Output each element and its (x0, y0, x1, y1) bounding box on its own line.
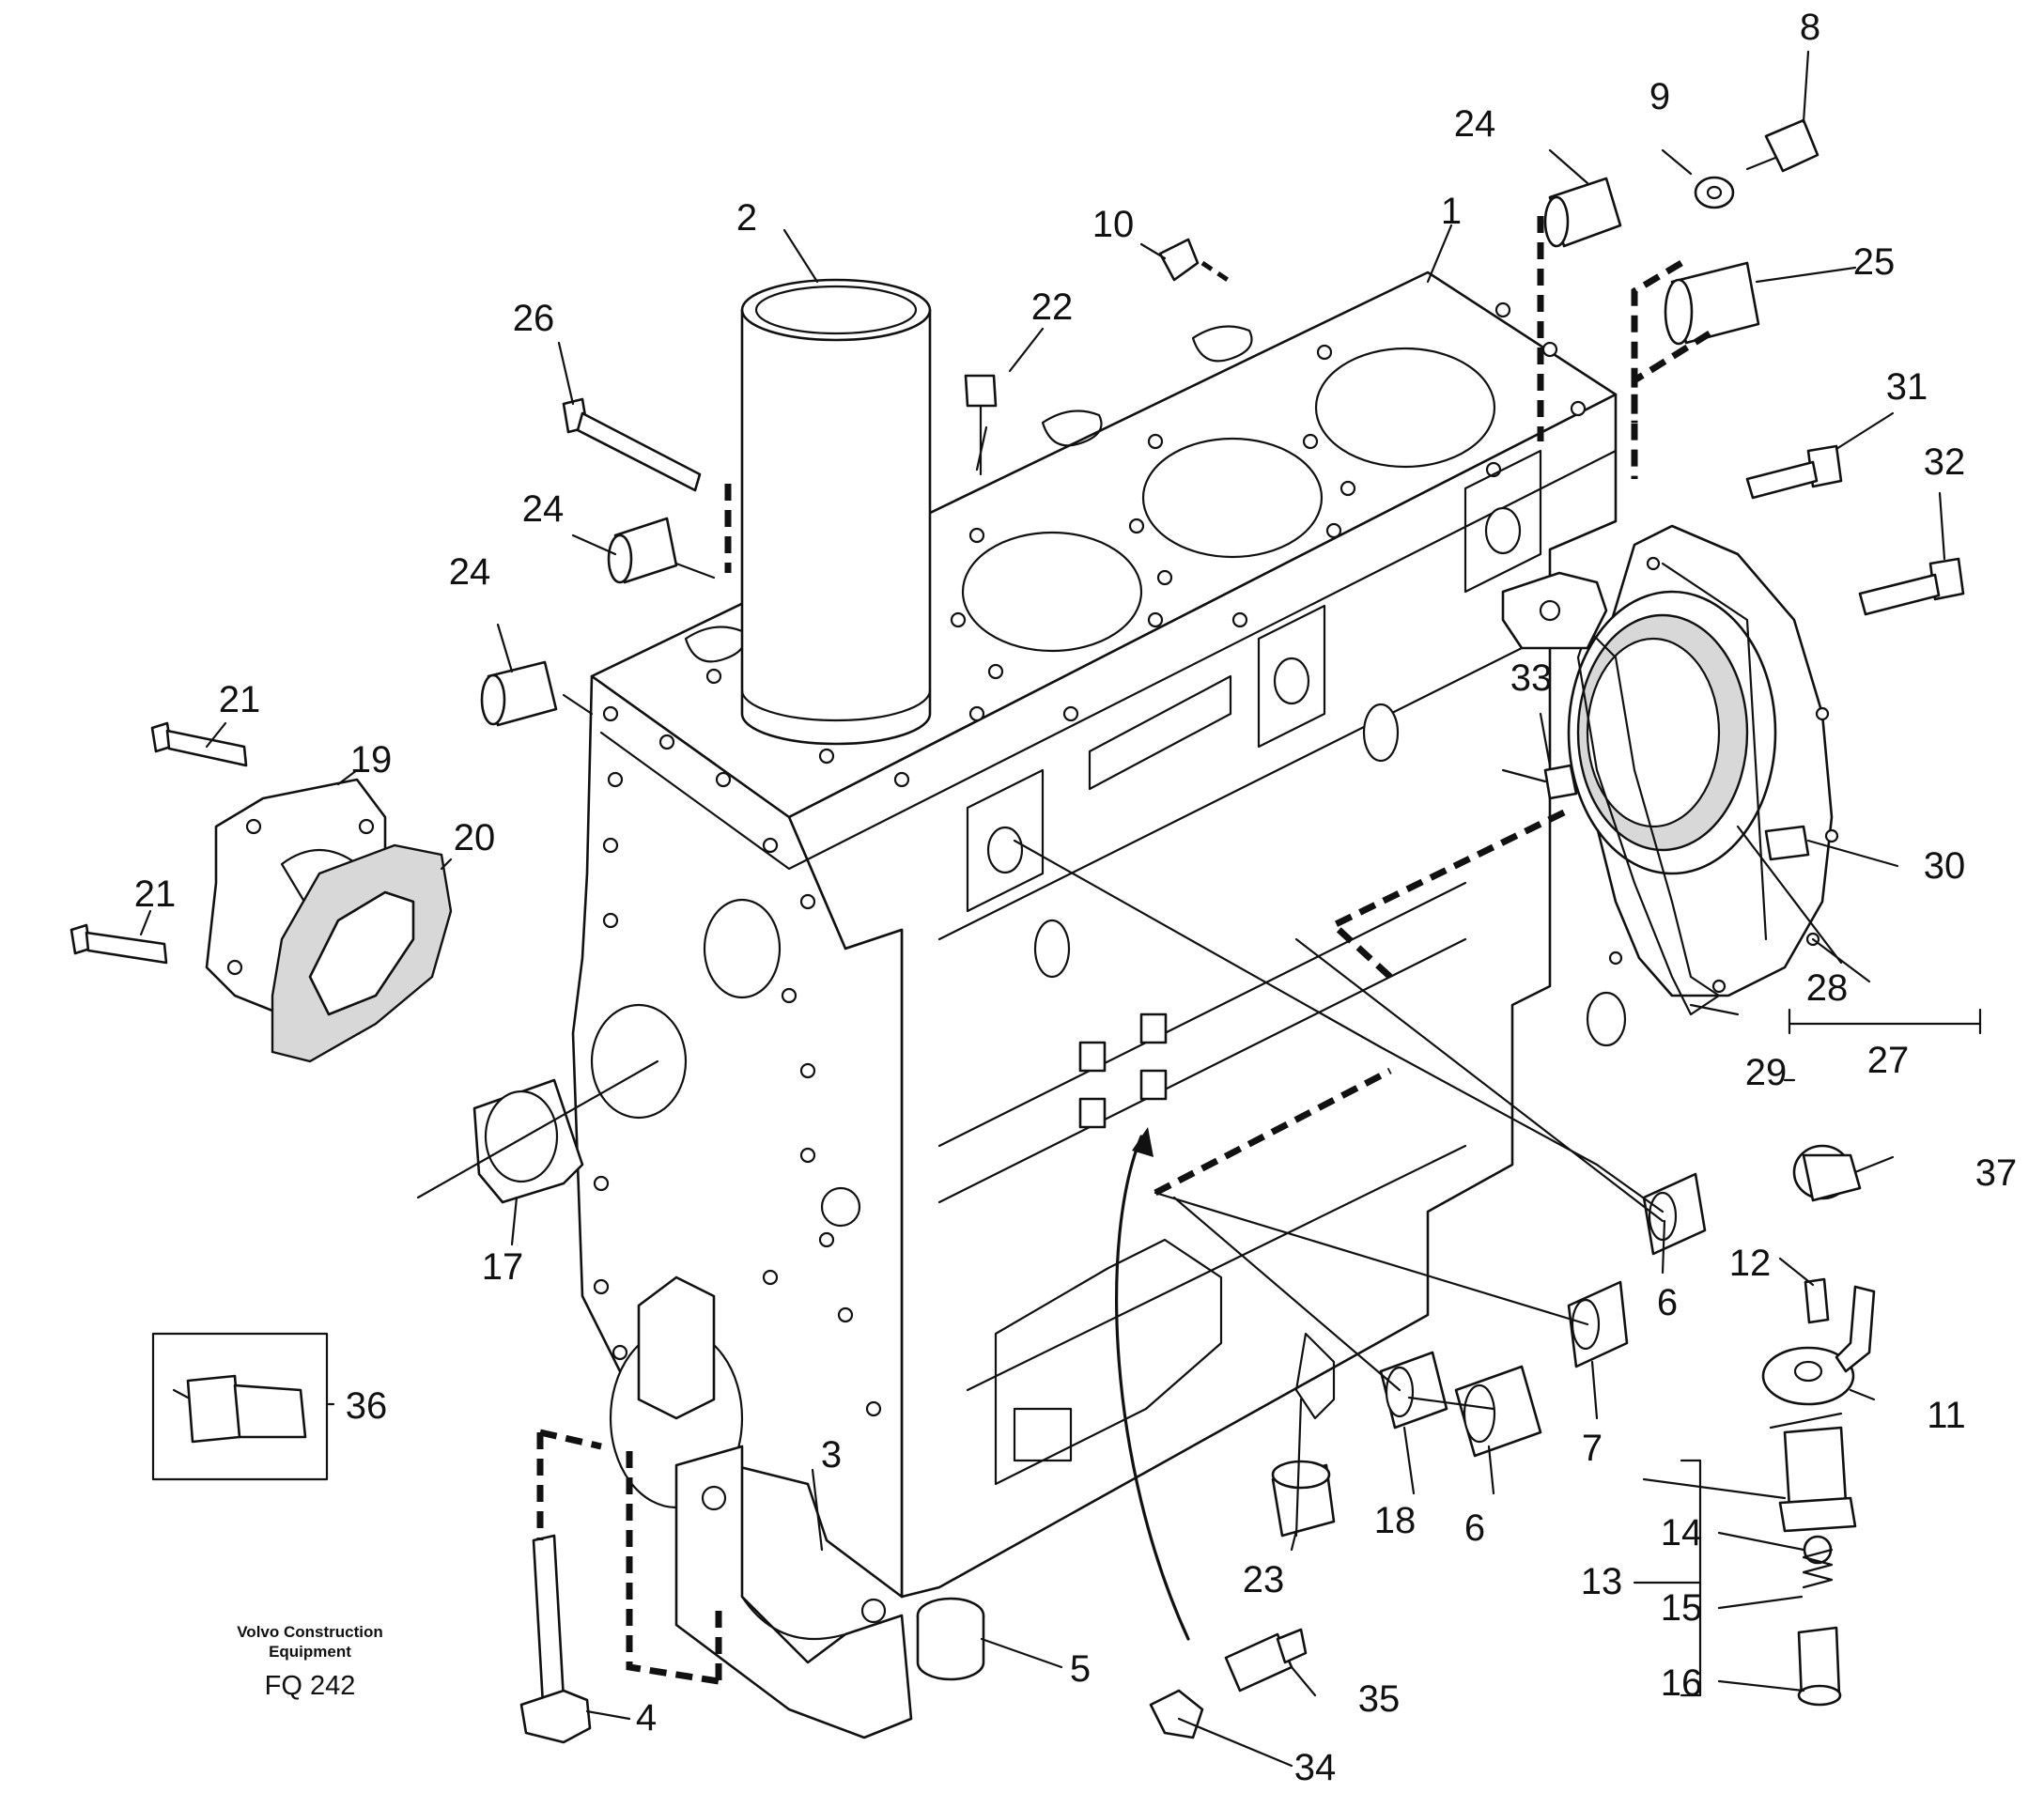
plug-8 (1764, 118, 1819, 173)
main-bearing-bolt-4 (519, 1534, 592, 1744)
callout-15: 15 (1661, 1587, 1703, 1629)
callout-30: 30 (1924, 845, 1966, 887)
callout-23: 23 (1243, 1559, 1285, 1600)
callout-10: 10 (1092, 204, 1135, 245)
callout-3: 3 (821, 1434, 842, 1476)
callout-17: 17 (482, 1246, 524, 1288)
callout-8: 8 (1800, 7, 1820, 48)
dowel-22 (964, 374, 998, 476)
callout-21-upper: 21 (219, 679, 261, 720)
credit-line-2: Equipment (269, 1643, 351, 1661)
cylinder-bore-4 (1314, 347, 1496, 469)
bushing-6-lower (1454, 1365, 1542, 1458)
core-plug-25 (1664, 261, 1760, 346)
plug-23 (1271, 1460, 1336, 1538)
callout-28: 28 (1806, 967, 1849, 1009)
cylinder-liner (740, 278, 932, 746)
bolt-21-lower (70, 923, 168, 965)
core-plug-24-top (1543, 177, 1622, 248)
callout-37: 37 (1975, 1152, 2018, 1194)
callout-12: 12 (1729, 1243, 1772, 1284)
callout-22: 22 (1031, 286, 1074, 328)
callout-31: 31 (1886, 366, 1928, 408)
cylinder-bore-3 (1141, 437, 1324, 559)
cylinder-block (571, 270, 1627, 1599)
figure-code: FQ 242 (265, 1671, 356, 1701)
sensor-35 (1224, 1628, 1308, 1693)
sensor-brackets (1078, 1012, 1168, 1129)
callout-24-top: 24 (1454, 103, 1496, 145)
head-bolt-holes (705, 301, 1587, 788)
plug-10 (1158, 238, 1200, 282)
callout-34: 34 (1294, 1747, 1337, 1788)
publisher-credit: Volvo Construction Equipment FQ 242 (237, 1623, 383, 1701)
bushing-7 (1567, 1280, 1629, 1368)
pin-30 (1764, 825, 1810, 861)
callout-6-upper: 6 (1657, 1282, 1678, 1323)
callout-26: 26 (513, 298, 555, 339)
bolt-32 (1858, 557, 1965, 616)
leader-lines (139, 50, 1982, 1768)
callout-4: 4 (636, 1697, 657, 1739)
relief-valve-13 (1778, 1426, 1857, 1707)
callout-9: 9 (1649, 76, 1670, 117)
callout-7: 7 (1582, 1428, 1603, 1469)
callout-19: 19 (350, 739, 393, 781)
cam-bushing-17 (472, 1078, 584, 1204)
bushing-18 (1379, 1351, 1448, 1430)
rear-gasket (1576, 627, 1721, 1016)
callout-32: 32 (1924, 441, 1966, 483)
core-plug-24-mid (607, 517, 678, 584)
callout-14: 14 (1661, 1512, 1703, 1553)
end-face-bolt-holes (593, 705, 882, 1417)
callout-18: 18 (1374, 1500, 1417, 1541)
sensor-arrow (1115, 1127, 1190, 1641)
bolt-31 (1745, 444, 1843, 500)
stud-26 (562, 397, 702, 492)
cylinder-bore-2 (961, 531, 1143, 653)
callout-24-mid: 24 (522, 488, 565, 530)
callout-24-left: 24 (449, 551, 491, 593)
thrust-washer-5 (916, 1597, 985, 1681)
switch-inset-36 (151, 1332, 329, 1481)
callout-21-lower: 21 (134, 873, 177, 915)
pin-12 (1804, 1277, 1830, 1324)
callout-35: 35 (1358, 1678, 1401, 1720)
callout-16: 16 (1661, 1662, 1703, 1704)
bushing-6-upper (1642, 1172, 1707, 1256)
core-plug-24-left (480, 660, 558, 727)
oil-nozzle-11 (1761, 1285, 1876, 1406)
callout-33: 33 (1510, 657, 1553, 699)
callout-13: 13 (1581, 1561, 1623, 1602)
plug-37 (1792, 1144, 1862, 1202)
rear-seal-housing (1567, 524, 1839, 997)
callout-labels: 1 2 3 4 5 6 6 7 8 9 10 11 12 13 14 15 16… (134, 7, 2018, 1788)
assembly-lines (416, 216, 1711, 1686)
callout-2: 2 (736, 197, 757, 239)
bolt-33 (1543, 764, 1578, 800)
callout-29: 29 (1745, 1052, 1788, 1093)
callout-25: 25 (1853, 241, 1896, 283)
elbow-34 (1149, 1689, 1204, 1739)
callout-20: 20 (454, 817, 496, 858)
callout-27: 27 (1867, 1040, 1910, 1081)
callout-11: 11 (1927, 1395, 1966, 1436)
main-bearing-cap-3 (674, 1445, 913, 1739)
callout-6-lower: 6 (1464, 1507, 1485, 1549)
credit-line-1: Volvo Construction (237, 1623, 383, 1641)
callout-36: 36 (346, 1385, 388, 1427)
spring-15 (1802, 1548, 1834, 1589)
bolt-21-upper (150, 721, 248, 767)
callout-1: 1 (1441, 191, 1462, 232)
callout-5: 5 (1070, 1648, 1091, 1690)
cam-bore (703, 898, 782, 999)
